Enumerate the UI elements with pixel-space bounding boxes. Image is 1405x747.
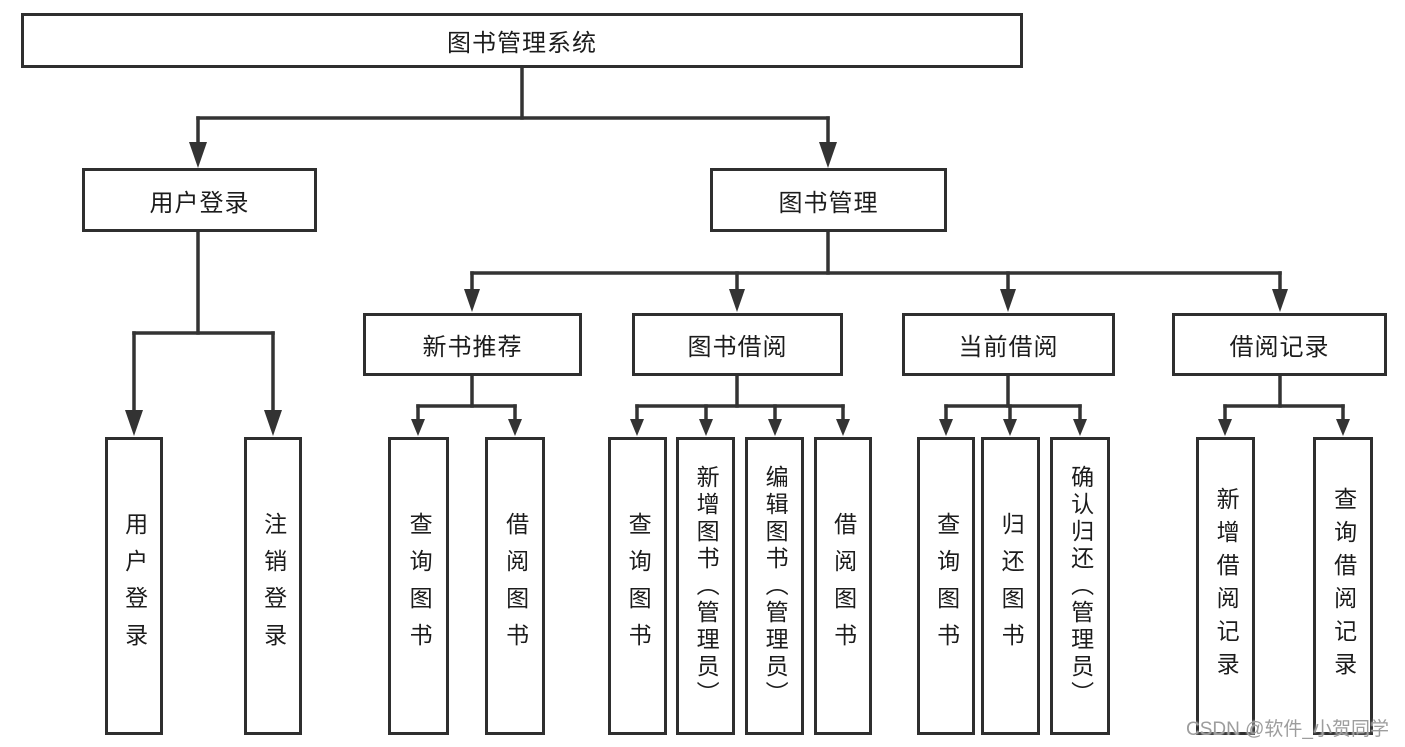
leaf-return-book: 归还图书 <box>981 437 1040 735</box>
node-label: 归还图书 <box>998 512 1025 660</box>
node-label: 图书管理 <box>778 189 879 217</box>
leaf-query-book-recommend: 查询图书 <box>388 437 449 735</box>
leaf-query-book-current: 查询图书 <box>917 437 975 735</box>
node-label: 当前借阅 <box>958 334 1059 361</box>
node-label: 借阅图书 <box>830 512 857 660</box>
leaf-add-book-admin: 新增图书（管理员） <box>676 437 735 735</box>
leaf-query-book-borrow: 查询图书 <box>608 437 667 735</box>
node-label: 新增借阅记录 <box>1213 487 1240 685</box>
node-label: 用户登录 <box>121 512 148 660</box>
node-label: 借阅图书 <box>502 512 529 660</box>
node-book-borrow: 图书借阅 <box>632 313 843 376</box>
leaf-edit-book-admin: 编辑图书（管理员） <box>745 437 804 735</box>
node-label: 新增图书（管理员） <box>693 464 720 708</box>
node-label: 图书管理系统 <box>447 30 597 57</box>
node-current-borrow: 当前借阅 <box>902 313 1115 376</box>
node-borrow-record: 借阅记录 <box>1172 313 1387 376</box>
node-book-management: 图书管理 <box>710 168 947 232</box>
leaf-borrow-book-recommend: 借阅图书 <box>485 437 545 735</box>
node-user-login: 用户登录 <box>82 168 317 232</box>
leaf-logout: 注销登录 <box>244 437 302 735</box>
node-label: 确认归还（管理员） <box>1067 464 1094 708</box>
node-new-book-recommend: 新书推荐 <box>363 313 582 376</box>
watermark: CSDN @软件_小贺同学 <box>1186 719 1389 740</box>
node-label: 查询图书 <box>933 512 960 660</box>
node-label: 新书推荐 <box>422 334 523 361</box>
node-label: 借阅记录 <box>1229 334 1330 361</box>
node-label: 编辑图书（管理员） <box>762 464 789 708</box>
node-label: 注销登录 <box>260 512 287 660</box>
leaf-borrow-book: 借阅图书 <box>814 437 872 735</box>
node-label: 图书借阅 <box>687 334 788 361</box>
node-library-management-system: 图书管理系统 <box>21 13 1023 68</box>
leaf-confirm-return-admin: 确认归还（管理员） <box>1050 437 1110 735</box>
node-label: 查询图书 <box>406 512 433 660</box>
leaf-query-borrow-record: 查询借阅记录 <box>1313 437 1373 735</box>
node-label: 查询借阅记录 <box>1330 487 1357 685</box>
leaf-user-login: 用户登录 <box>105 437 163 735</box>
node-label: 用户登录 <box>149 189 250 217</box>
node-label: 查询图书 <box>625 512 652 660</box>
leaf-add-borrow-record: 新增借阅记录 <box>1196 437 1255 735</box>
